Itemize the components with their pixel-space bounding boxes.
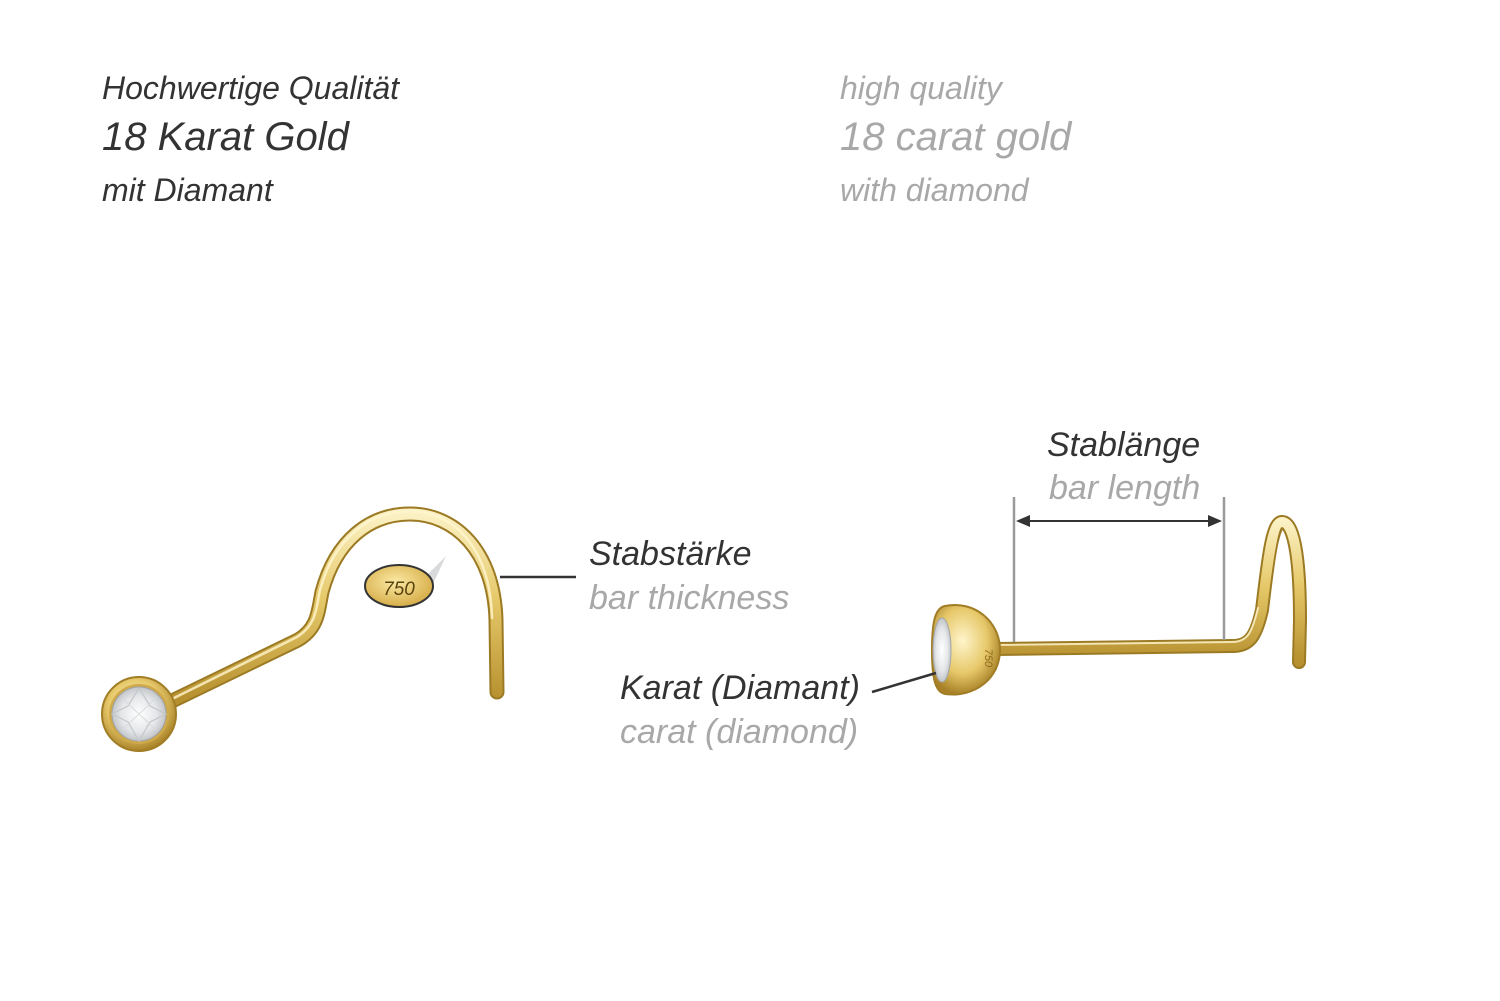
header-de-quality: Hochwertige Qualität bbox=[102, 70, 400, 106]
carat-leader bbox=[871, 671, 937, 694]
header-de-material: 18 Karat Gold bbox=[102, 115, 349, 159]
header-en-stone: with diamond bbox=[840, 172, 1029, 208]
bar-length-dimension bbox=[1012, 497, 1226, 642]
header-en-quality: high quality bbox=[840, 70, 1002, 106]
label-bar-thickness-en: bar thickness bbox=[589, 579, 790, 617]
label-carat-de: Karat (Diamant) bbox=[620, 669, 860, 707]
header-de-stone: mit Diamant bbox=[102, 172, 273, 208]
hallmark-750 bbox=[364, 564, 434, 608]
label-bar-length-en: bar length bbox=[1049, 469, 1201, 507]
label-bar-length-de: Stablänge bbox=[1047, 426, 1201, 464]
right-nose-stud: 750 bbox=[930, 515, 1307, 696]
header-en-material: 18 carat gold bbox=[840, 115, 1072, 159]
right-hallmark-text: 750 bbox=[982, 649, 994, 668]
label-carat-en: carat (diamond) bbox=[620, 713, 859, 751]
left-nose-stud: 750 bbox=[101, 506, 505, 752]
hallmark-750-text: 750 bbox=[383, 579, 415, 600]
right-stud-diamond bbox=[932, 617, 952, 683]
label-bar-thickness-de: Stabstärke bbox=[589, 535, 752, 573]
